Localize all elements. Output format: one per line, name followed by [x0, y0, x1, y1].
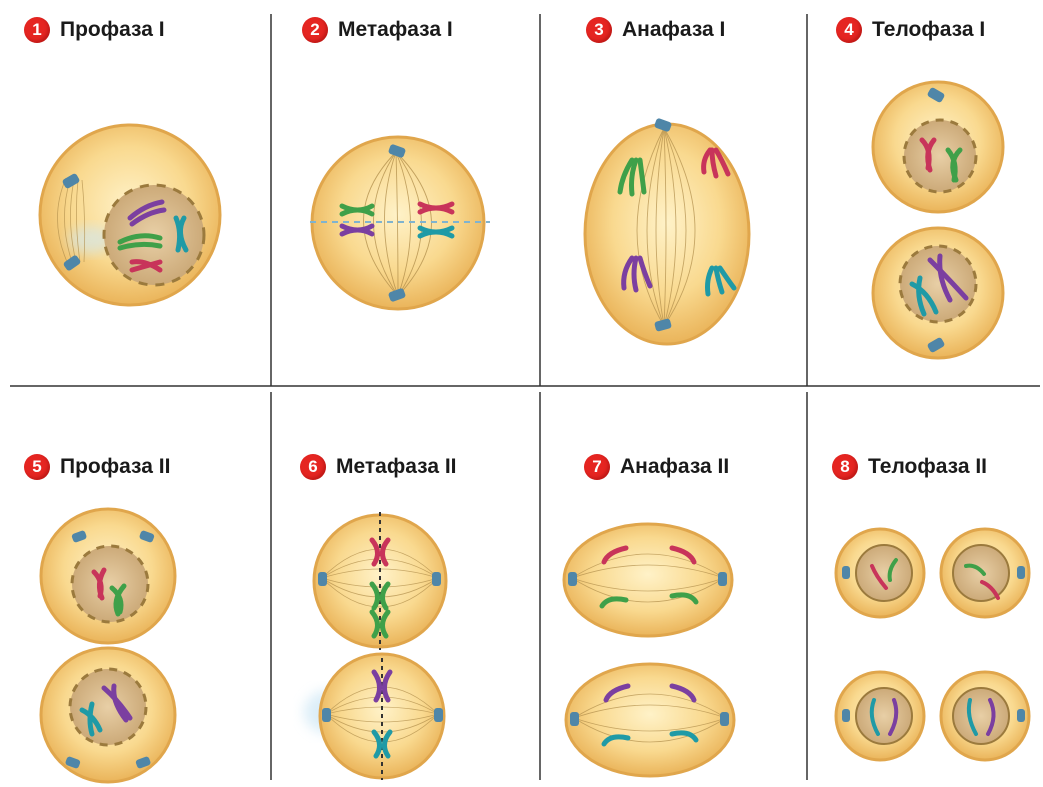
- telophase-i-cells: [873, 82, 1003, 358]
- phase-title: Телофаза II: [868, 455, 987, 479]
- centrosome-icon: [318, 572, 327, 586]
- phase-number-badge: 5: [24, 454, 50, 480]
- phase-title: Профаза I: [60, 18, 165, 42]
- telophase-ii-cells: [836, 529, 1029, 760]
- phase-number-badge: 8: [832, 454, 858, 480]
- phase-title: Метафаза II: [336, 455, 457, 479]
- phase-label-8: 8 Телофаза II: [832, 451, 987, 483]
- phase-label-6: 6 Метафаза II: [300, 451, 457, 483]
- centrosome-icon: [322, 708, 331, 722]
- phase-title: Анафаза II: [620, 455, 729, 479]
- metaphase-ii-cells: [304, 512, 446, 780]
- centrosome-icon: [842, 709, 850, 722]
- phase-title: Телофаза I: [872, 18, 985, 42]
- anaphase-i-cell: [585, 118, 749, 344]
- phase-label-4: 4 Телофаза I: [836, 14, 985, 46]
- phase-title: Метафаза I: [338, 18, 453, 42]
- phase-label-3: 3 Анафаза I: [586, 14, 725, 46]
- centrosome-icon: [568, 572, 577, 586]
- phase-number-badge: 2: [302, 17, 328, 43]
- centrosome-icon: [434, 708, 443, 722]
- phase-number-badge: 1: [24, 17, 50, 43]
- phase-number-badge: 4: [836, 17, 862, 43]
- centrosome-icon: [432, 572, 441, 586]
- phase-number-badge: 7: [584, 454, 610, 480]
- centrosome-icon: [1017, 709, 1025, 722]
- centrosome-icon: [1017, 566, 1025, 579]
- phase-label-2: 2 Метафаза I: [302, 14, 453, 46]
- centrosome-icon: [718, 572, 727, 586]
- phase-title: Профаза II: [60, 455, 170, 479]
- metaphase-i-cell: [310, 137, 490, 309]
- prophase-i-cell: [40, 125, 220, 305]
- phase-label-5: 5 Профаза II: [24, 451, 170, 483]
- phase-title: Анафаза I: [622, 18, 725, 42]
- phase-number-badge: 6: [300, 454, 326, 480]
- centrosome-icon: [842, 566, 850, 579]
- phase-number-badge: 3: [586, 17, 612, 43]
- phase-label-1: 1 Профаза I: [24, 14, 165, 46]
- centrosome-icon: [570, 712, 579, 726]
- phase-label-7: 7 Анафаза II: [584, 451, 729, 483]
- centrosome-icon: [720, 712, 729, 726]
- prophase-ii-cells: [41, 509, 175, 782]
- anaphase-ii-cells: [564, 524, 734, 776]
